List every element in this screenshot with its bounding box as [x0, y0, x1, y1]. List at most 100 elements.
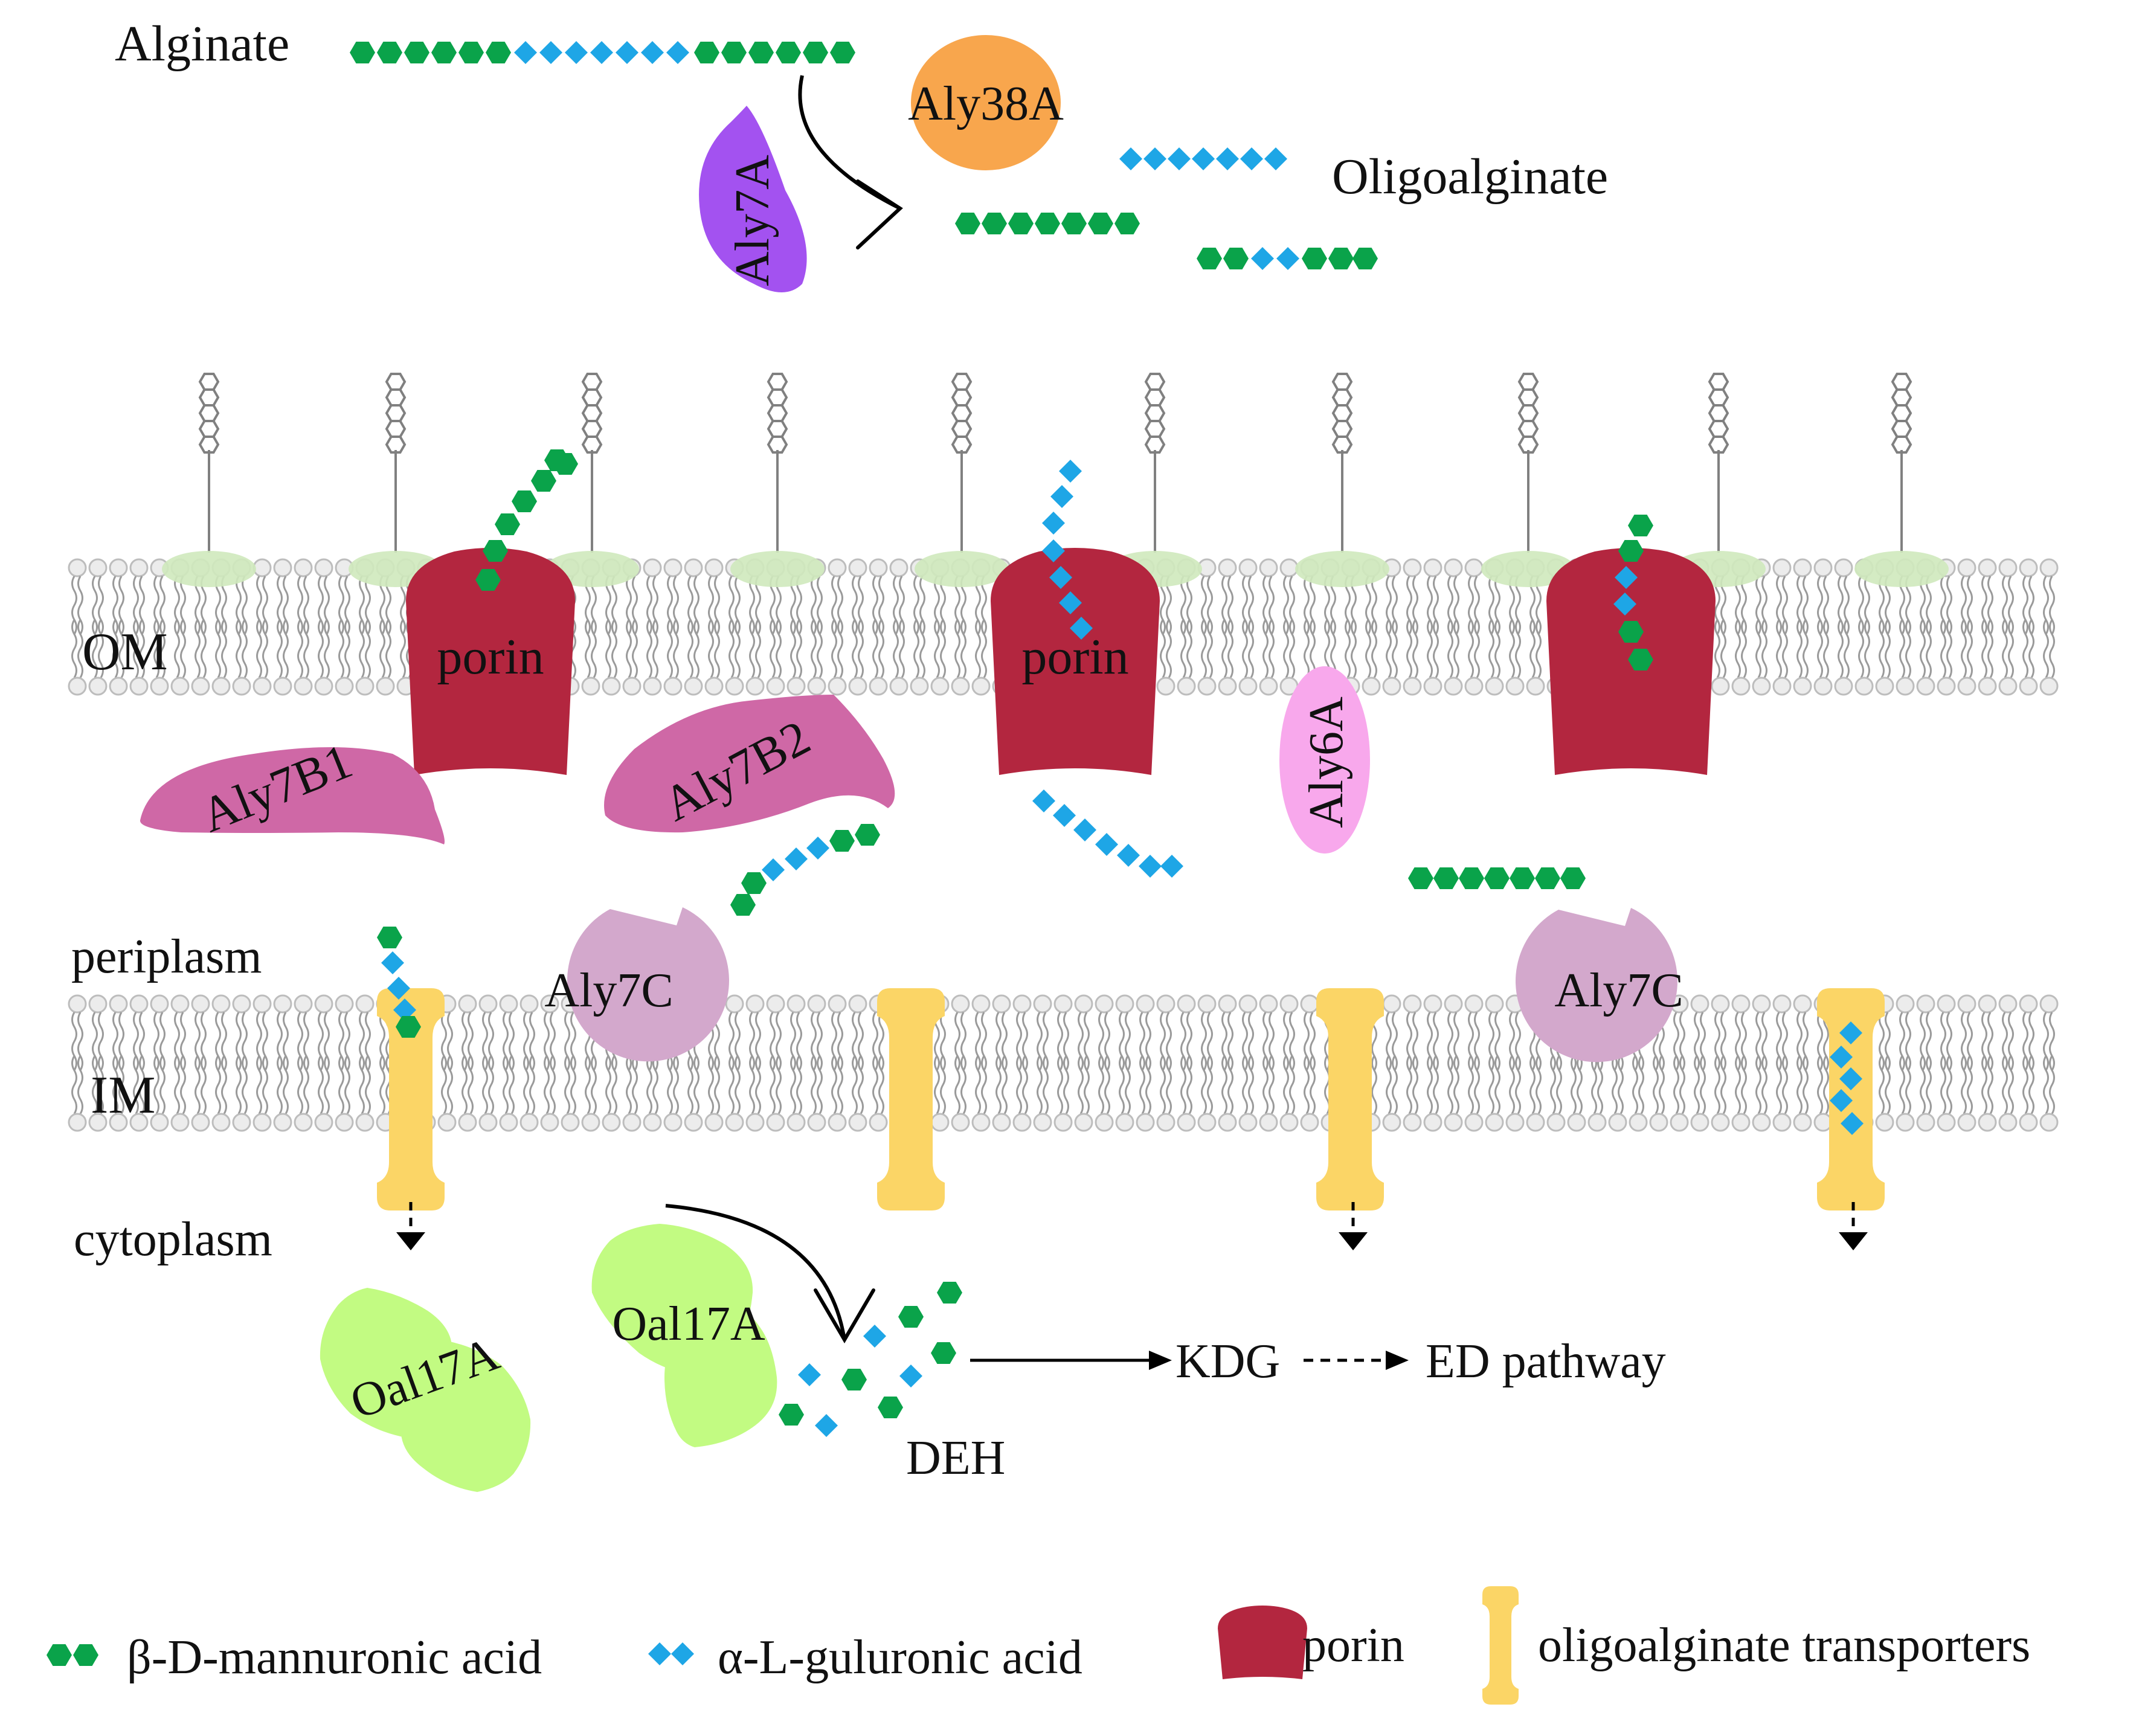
lipid: [1238, 994, 1258, 1132]
lipid: [725, 994, 744, 1132]
lipid: [211, 994, 231, 1132]
lps-ring: [951, 420, 972, 438]
transport-arrows: [396, 1202, 1868, 1250]
alginate-polymer-chain: [350, 41, 855, 64]
lps-ring: [1891, 420, 1912, 438]
lipid: [1403, 994, 1422, 1132]
legend: β-D-mannuronic acid α-L-guluronic acid p…: [47, 1586, 2030, 1705]
aly7c-2-label: Aly7C: [1554, 964, 1683, 1017]
lipid: [170, 994, 190, 1132]
lipid: [1998, 994, 2018, 1132]
deh-to-kdg-arrowhead: [1149, 1351, 1172, 1370]
lipid: [1957, 994, 1976, 1132]
lipid: [786, 994, 806, 1132]
lipid: [252, 994, 272, 1132]
lipid: [1156, 994, 1176, 1132]
lps-ring: [1518, 404, 1539, 422]
aly6a-label: Aly6A: [1300, 696, 1353, 828]
lps-ring: [1145, 420, 1165, 438]
porin-2: porin: [991, 548, 1160, 775]
lps-ring: [385, 420, 406, 438]
kdg-to-ed-arrowhead: [1386, 1351, 1409, 1370]
lps-ring: [1708, 404, 1729, 422]
lipid: [1382, 994, 1401, 1132]
lps-ring: [385, 404, 406, 422]
im-label: IM: [91, 1066, 156, 1125]
periplasm-label: periplasm: [71, 930, 262, 983]
lipid: [1238, 558, 1258, 696]
lipid: [1444, 558, 1463, 696]
lipid: [1218, 558, 1237, 696]
lipid: [1896, 994, 1915, 1132]
lipid: [971, 994, 991, 1132]
lipid: [252, 558, 272, 696]
lipid: [1279, 994, 1299, 1132]
lps-ring: [1891, 373, 1912, 391]
lps-ring: [1518, 373, 1539, 391]
lipid: [1772, 558, 1792, 696]
lps-ring: [385, 388, 406, 407]
lipid: [828, 994, 847, 1132]
lipid: [1012, 994, 1032, 1132]
legend-transporter-label: oligoalginate transporters: [1538, 1619, 2030, 1672]
lps-ring: [199, 373, 219, 391]
lps-ring: [199, 404, 219, 422]
lipid: [294, 558, 313, 696]
lipid: [951, 994, 970, 1132]
lipid: [643, 558, 662, 696]
kdg-label: KDG: [1176, 1335, 1280, 1388]
lipid: [1978, 558, 1997, 696]
lipid: [355, 994, 375, 1132]
lipid: [1444, 994, 1463, 1132]
aly7c-1-label: Aly7C: [544, 964, 673, 1017]
legend-transporter-icon: [1482, 1586, 1519, 1705]
lipid: [1813, 558, 1833, 696]
lipid: [992, 994, 1011, 1132]
lipid: [1690, 994, 1709, 1132]
lps-ring: [1708, 420, 1729, 438]
legend-mannuronic-label: β-D-mannuronic acid: [127, 1631, 542, 1684]
lipid: [458, 994, 477, 1132]
lps-ring: [582, 373, 602, 391]
lipid: [1978, 994, 1997, 1132]
porin-2-label: porin: [1021, 629, 1128, 685]
ed-pathway-label: ED pathway: [1426, 1335, 1666, 1388]
lipid: [1957, 558, 1976, 696]
deh-monomers: [779, 1282, 962, 1437]
lipid: [1916, 994, 1935, 1132]
aly38a-label: Aly38A: [908, 77, 1064, 130]
lps-ring: [199, 388, 219, 407]
lipid: [232, 994, 251, 1132]
lipid: [314, 994, 333, 1132]
lipid: [1177, 994, 1196, 1132]
lipid: [1937, 558, 1956, 696]
aly7a-enzyme: Aly7A: [699, 106, 807, 292]
deh-label: DEH: [906, 1432, 1005, 1485]
lipid: [1300, 994, 1319, 1132]
lipid: [828, 558, 847, 696]
lipid: [745, 994, 765, 1132]
aly7c-enzyme-1: Aly7C: [544, 907, 729, 1062]
oligoalginate-label: Oligoalginate: [1332, 149, 1608, 205]
lps-ring: [1518, 388, 1539, 407]
lps-ring: [1332, 404, 1352, 422]
lps-ring: [385, 373, 406, 391]
lps-ring: [767, 388, 788, 407]
oligo-guluronic-chain: [1119, 147, 1287, 170]
inner-membrane: [68, 994, 2059, 1132]
periplasm-mixed-chain-1: [730, 824, 880, 916]
lipid: [499, 994, 518, 1132]
legend-guluronic-label: α-L-guluronic acid: [718, 1631, 1082, 1684]
lipid: [848, 994, 867, 1132]
lipid: [273, 558, 292, 696]
lps-ring: [199, 420, 219, 438]
lipid: [704, 558, 724, 696]
aly7b1-enzyme: Aly7B1: [140, 733, 445, 844]
lps-ring: [1891, 388, 1912, 407]
lps-ring: [1708, 388, 1729, 407]
aly38a-enzyme: Aly38A: [908, 35, 1064, 170]
lps-ring: [582, 420, 602, 438]
degradation-arrowhead: [814, 1288, 875, 1343]
lipid: [1095, 994, 1114, 1132]
lipid: [889, 558, 909, 696]
